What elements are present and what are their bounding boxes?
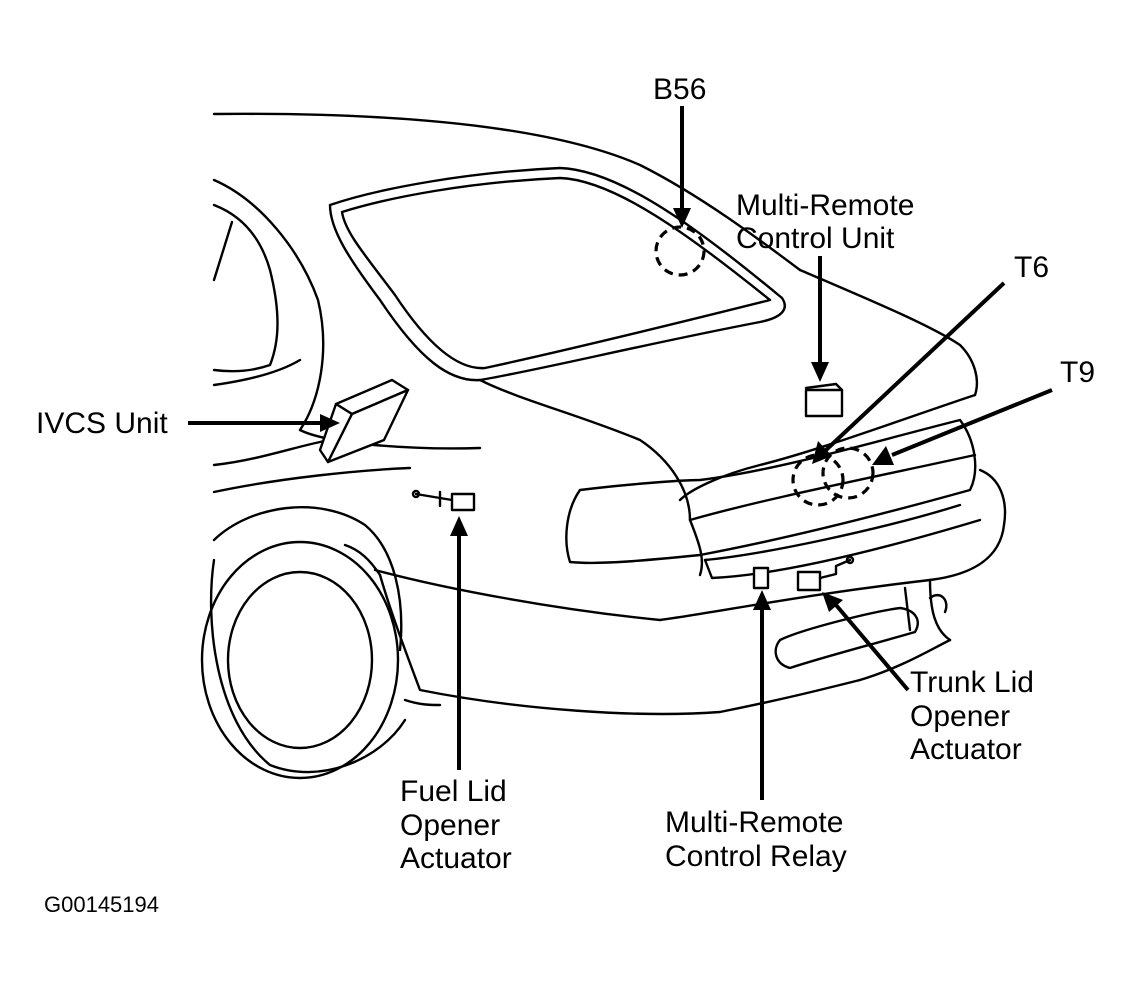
- trunk-lid-leader-arrow: [822, 592, 910, 692]
- multi-remote-relay-leader-arrow: [753, 590, 771, 800]
- t6-label: T6: [1014, 251, 1049, 284]
- fuel-lid-opener-actuator: [411, 489, 476, 512]
- t9-label: T9: [1060, 356, 1095, 389]
- ivcs-unit-box: [318, 378, 410, 464]
- multi-remote-control-relay: [752, 566, 770, 590]
- fuel-lid-label-line-3: Actuator: [400, 842, 512, 875]
- multi-remote-unit-label: Multi-Remote Control Unit: [736, 189, 923, 255]
- t9-location-circle: [821, 446, 875, 500]
- multi-remote-relay-label-line-2: Control Relay: [665, 840, 847, 873]
- trunk-lid-label-line-1: Trunk Lid: [910, 666, 1034, 699]
- ivcs-unit-label: IVCS Unit: [36, 407, 168, 440]
- t9-leader-arrow: [872, 388, 1053, 465]
- fuel-lid-actuator-label: Fuel Lid Opener Actuator: [400, 775, 515, 875]
- multi-remote-unit-label-line-1: Multi-Remote: [736, 189, 914, 222]
- trunk-lid-label-line-2: Opener: [910, 700, 1010, 733]
- multi-remote-relay-label-line-1: Multi-Remote: [665, 806, 843, 839]
- figure-code: G00145194: [44, 892, 159, 917]
- b56-location-circle: [654, 225, 706, 277]
- t6-leader-arrow: [812, 281, 1006, 464]
- multi-remote-control-unit-box: [804, 382, 844, 418]
- fuel-lid-label-line-1: Fuel Lid: [400, 775, 507, 808]
- t6-location-circle: [791, 453, 845, 507]
- b56-leader-arrow: [673, 106, 691, 228]
- fuel-lid-leader-arrow: [450, 516, 468, 770]
- car-outline: [200, 112, 1007, 780]
- trunk-lid-label-line-3: Actuator: [910, 733, 1022, 766]
- trunk-lid-opener-actuator: [796, 555, 855, 592]
- fuel-lid-label-line-2: Opener: [400, 809, 500, 842]
- multi-remote-unit-leader-arrow: [811, 256, 829, 382]
- multi-remote-unit-label-line-2: Control Unit: [736, 222, 895, 255]
- b56-label: B56: [653, 73, 706, 106]
- multi-remote-relay-label: Multi-Remote Control Relay: [665, 806, 852, 873]
- ivcs-unit-leader-arrow: [188, 414, 340, 432]
- trunk-lid-actuator-label: Trunk Lid Opener Actuator: [910, 666, 1042, 766]
